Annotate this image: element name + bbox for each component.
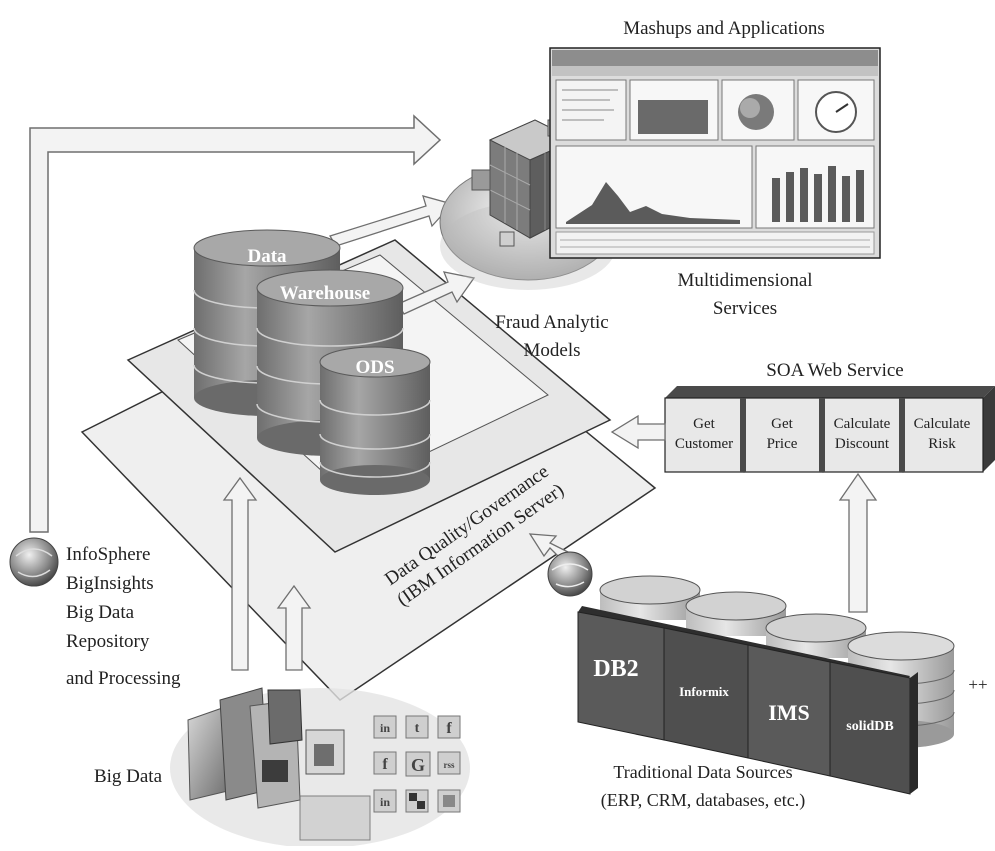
soa-to-governance-arrow [610,414,666,450]
soa-get-price-1: Get [771,416,793,432]
warehouse-label: Warehouse [280,283,370,304]
soa-get-customer-1: Get [693,416,715,432]
svg-text:rss: rss [444,760,455,770]
big-data-label: Big Data [94,766,163,787]
big-data-up-arrows [222,476,312,671]
ods-label: ODS [355,357,394,378]
infosphere-line-4: Repository [66,631,150,652]
source-db2-label: DB2 [593,656,638,682]
fraud-label-2: Models [524,340,581,361]
data-label: Data [247,246,287,267]
soa-box-calculate-risk [902,397,984,473]
soa-services: Get Customer Get Price Calculate Discoun… [664,386,995,473]
twitter-icon [405,715,429,739]
soa-calculate-discount-2: Discount [835,436,890,452]
soa-calculate-risk-1: Calculate [914,416,971,432]
more-sources-label: ++ [968,675,987,694]
infosphere-line-2: BigInsights [66,573,154,594]
infosphere-line-3: Big Data [66,602,135,623]
multidimensional-label-1: Multidimensional [677,270,812,291]
multidimensional-label-2: Services [713,298,777,319]
linkedin-icon-2 [373,789,397,813]
mashups-dashboard [549,47,881,259]
facebook-icon [437,715,461,739]
globe-icon [547,551,593,597]
traditional-label-1: Traditional Data Sources [613,762,792,782]
soa-box-get-price [743,397,824,473]
sources-to-soa-arrow [838,472,878,613]
infosphere-line-1: InfoSphere [66,544,150,565]
source-soliddb-label: solidDB [846,719,893,734]
big-insights-arrow [29,114,442,533]
soa-box-get-customer [664,397,745,473]
source-informix-label: Informix [679,684,729,699]
source-ims-label: IMS [768,700,810,725]
soa-calculate-risk-2: Risk [928,436,956,452]
traditional-label-2: (ERP, CRM, databases, etc.) [601,790,805,811]
soa-get-customer-2: Customer [675,436,733,452]
google-icon [405,751,431,777]
globe-to-governance-arrow [528,533,570,559]
traditional-sources: DB2 Informix IMS solidDB [577,575,955,795]
fraud-label-1: Fraud Analytic [495,312,608,333]
svg-text:in: in [380,795,390,809]
infosphere-globe-icon [9,537,59,587]
data-warehouse-stack: Data Warehouse ODS [193,229,431,495]
infosphere-label: InfoSphere BigInsights Big Data Reposito… [66,544,181,689]
soa-label: SOA Web Service [766,360,903,381]
svg-text:in: in [380,721,390,735]
svg-text:G: G [411,755,425,775]
ods-cylinder [319,346,431,495]
source-cylinder-1 [599,575,701,620]
facebook-icon-2 [373,751,397,775]
soa-box-calculate-discount [822,397,904,473]
svg-text:f: f [382,756,388,773]
linkedin-icon [373,715,397,739]
infosphere-line-5: and Processing [66,668,181,689]
svg-text:f: f [446,720,452,737]
social-icons-grid: in t f f G rss in [373,715,461,813]
svg-text:t: t [415,721,420,736]
soa-calculate-discount-1: Calculate [834,416,891,432]
soa-get-price-2: Price [767,436,798,452]
rss-icon [437,751,461,775]
mashups-label: Mashups and Applications [623,18,825,39]
